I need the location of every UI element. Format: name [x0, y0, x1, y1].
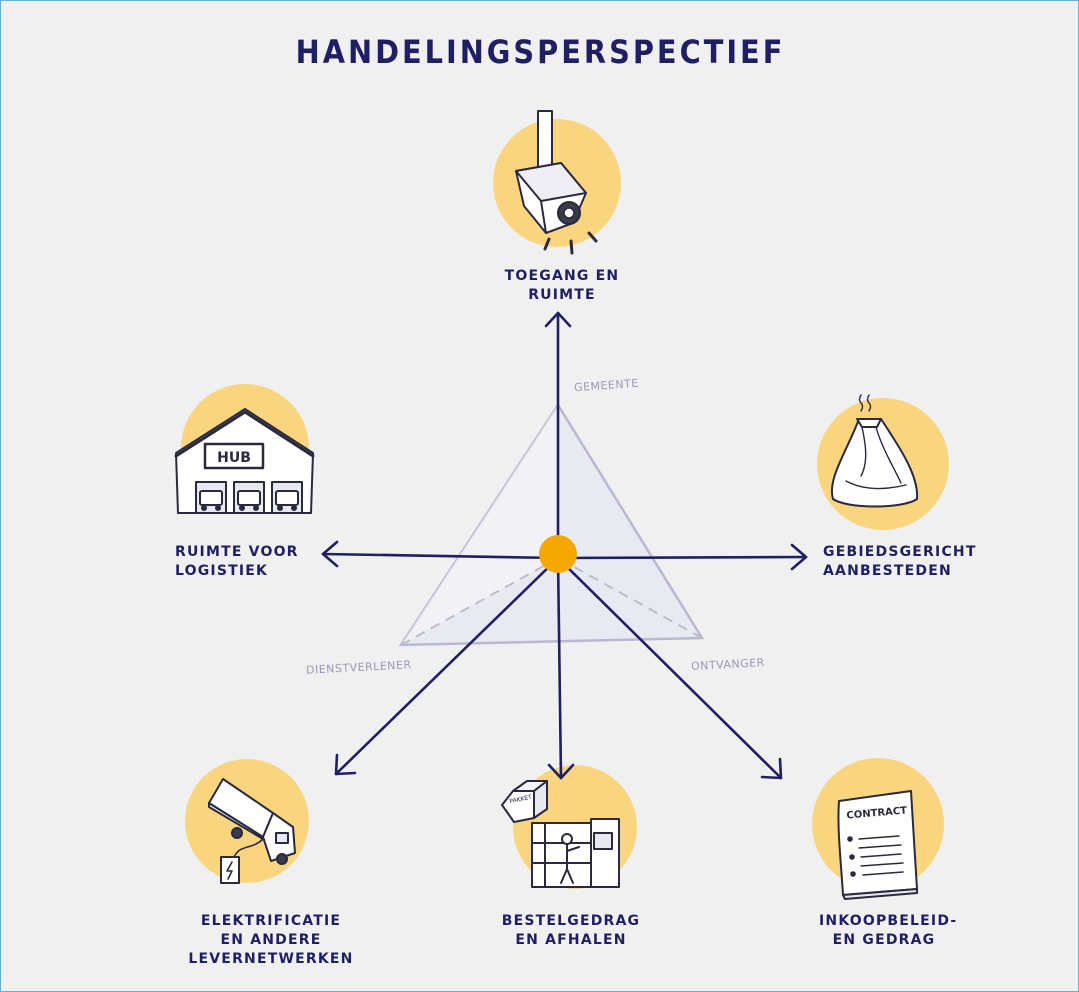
node-label-elektrificatie: ELEKTRIFICATIE EN ANDERE LEVERNETWERKEN — [188, 913, 354, 967]
garbage-bag-icon — [830, 394, 919, 508]
security-camera-icon — [515, 110, 598, 255]
contract-title-text: CONTRACT — [846, 805, 908, 821]
node-label-bestel: BESTELGEDRAG EN AFHALEN — [501, 913, 641, 948]
arrow-left — [321, 540, 560, 568]
contract-document-icon — [837, 790, 918, 900]
node-label-gebied: GEBIEDSGERICHT AANBESTEDEN — [823, 544, 977, 579]
electric-truck-icon — [208, 778, 296, 884]
parcel-box-text: PAKKET — [509, 794, 533, 806]
arrow-right — [556, 543, 808, 571]
center-dot — [539, 535, 577, 573]
arrow-down — [547, 556, 575, 780]
arrow-down-left — [334, 556, 560, 776]
stakeholder-triangle — [398, 402, 705, 647]
node-label-ruimte: RUIMTE VOOR LOGISTIEK — [175, 544, 299, 579]
hub-warehouse-icon — [174, 408, 315, 514]
parcel-locker-icon — [501, 780, 620, 888]
hub-sign-text: HUB — [217, 450, 251, 466]
diagram-title: HANDELINGSPERSPECTIEF — [295, 33, 786, 71]
node-label-inkoop: INKOOPBELEID- EN GEDRAG — [819, 913, 958, 948]
arrow-up — [544, 311, 572, 560]
node-label-toegang: TOEGANG EN RUIMTE — [504, 268, 620, 303]
arrow-down-right — [556, 556, 783, 780]
